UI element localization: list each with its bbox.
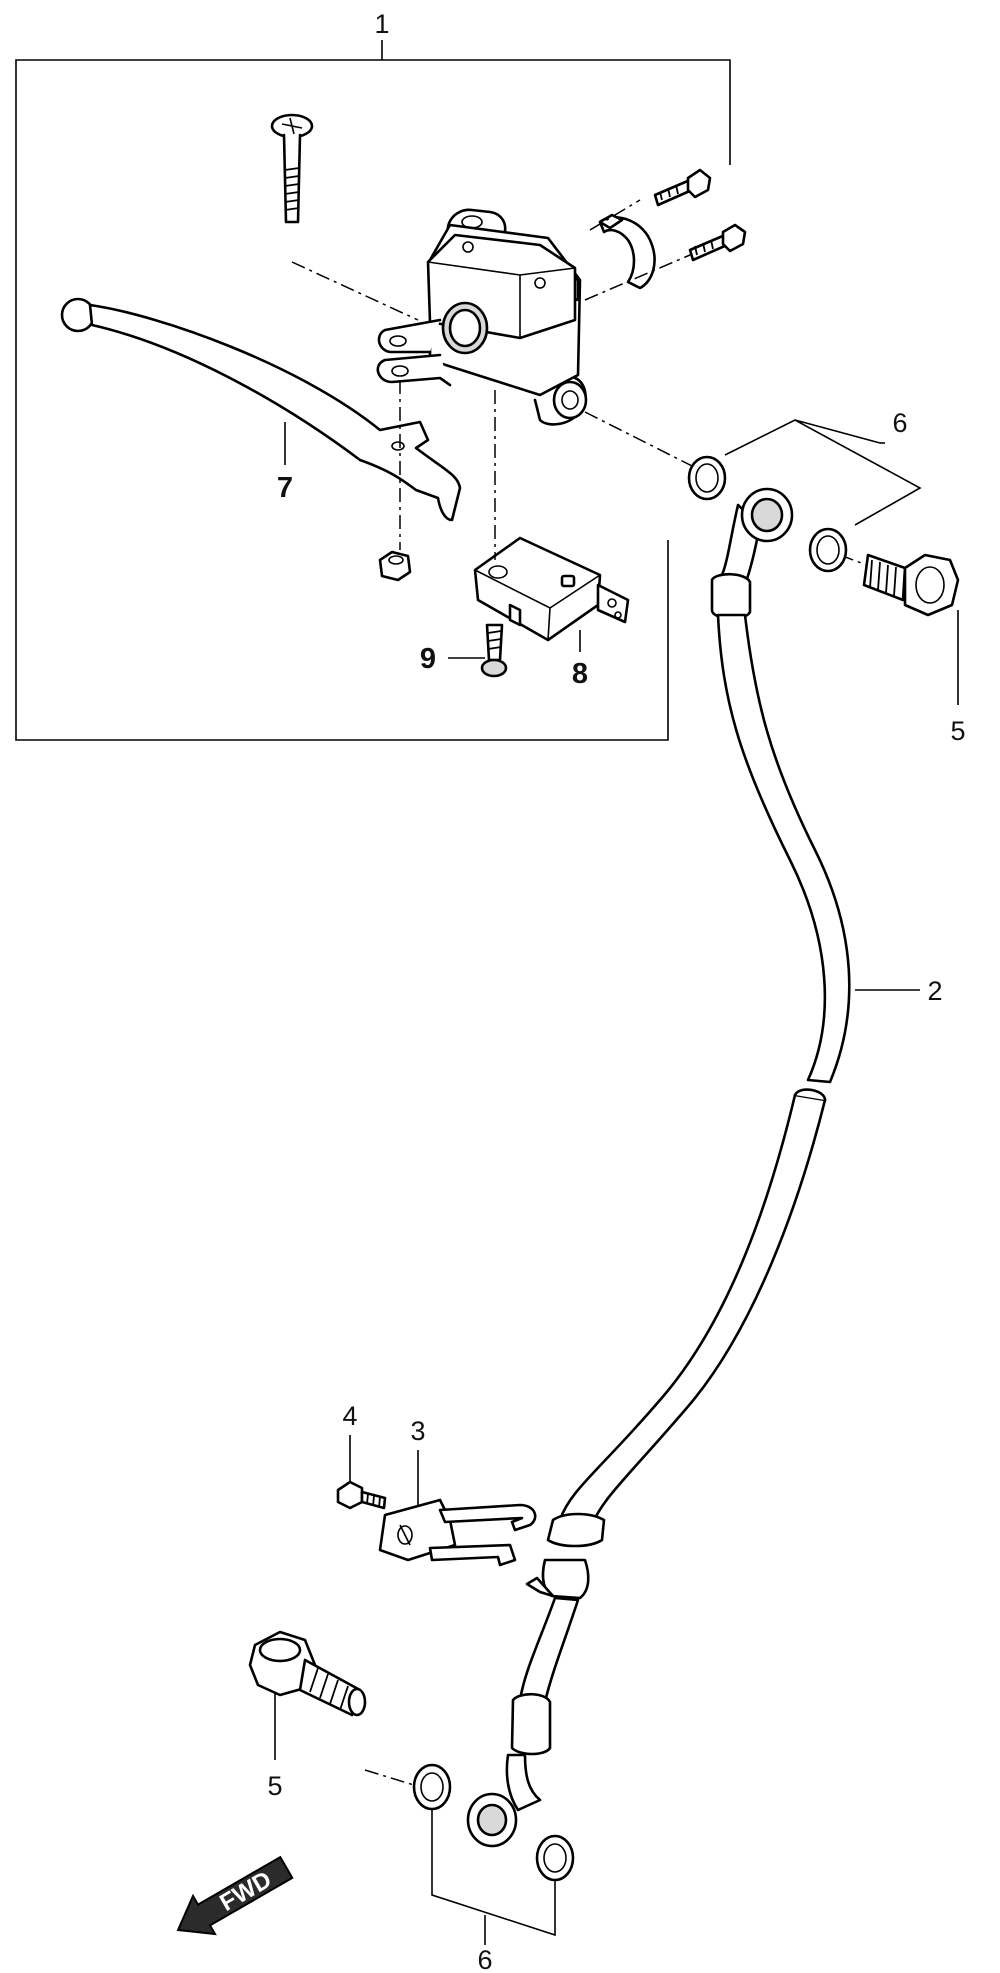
callout-5-top: 5: [950, 716, 965, 746]
brake-lever: [60, 297, 462, 522]
callout-8: 8: [572, 658, 588, 690]
clamp-bolt-upper: [653, 168, 712, 207]
lever-nut: [378, 550, 412, 582]
hose-guide-bracket: [378, 1498, 537, 1567]
hose-guide-bolt: [336, 1480, 387, 1510]
alignment-lines: [291, 199, 881, 1791]
upper-banjo-washer-2: [808, 527, 848, 573]
upper-banjo-bolt: [862, 553, 960, 617]
lower-banjo-fitting: [466, 1792, 518, 1848]
lower-banjo-washer-1: [412, 1763, 452, 1811]
master-cylinder: [376, 208, 588, 426]
callout-4: 4: [342, 1401, 357, 1431]
fwd-label: FWD: [215, 1866, 276, 1917]
brake-hose: [505, 572, 851, 1812]
callout-3: 3: [410, 1416, 425, 1446]
callout-6-top: 6: [892, 408, 907, 438]
switch-screw: [480, 623, 508, 678]
lower-banjo-bolt: [248, 1630, 367, 1717]
leader-lines: [274, 419, 959, 1945]
handlebar-clamp: [598, 213, 656, 290]
callout-7: 7: [277, 472, 293, 504]
lower-banjo-washer-2: [535, 1834, 575, 1882]
callout-5-bottom: 5: [267, 1771, 282, 1801]
pivot-screw: [270, 113, 314, 224]
callout-2: 2: [927, 976, 942, 1006]
callout-6-bottom: 6: [477, 1945, 492, 1973]
brake-light-switch: [473, 536, 630, 642]
assembly-group-frame: [15, 40, 731, 741]
upper-banjo-washer-1: [687, 455, 727, 501]
callout-9: 9: [420, 643, 436, 675]
upper-banjo-fitting: [720, 487, 794, 587]
clamp-bolt-lower: [688, 223, 747, 262]
fwd-arrow-icon: FWD: [176, 1855, 294, 1936]
callout-1: 1: [374, 9, 389, 39]
